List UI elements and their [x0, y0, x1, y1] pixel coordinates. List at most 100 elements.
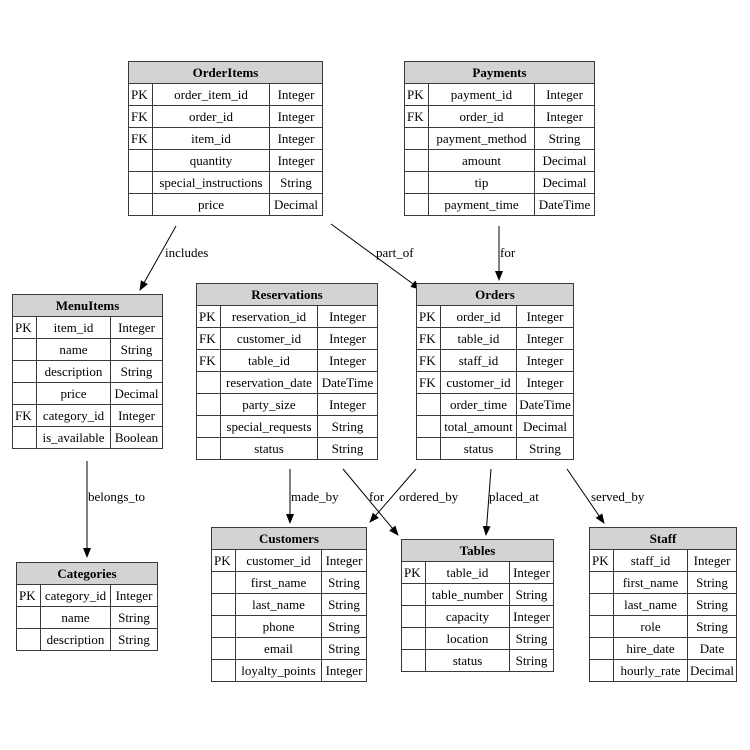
key-cell	[196, 393, 221, 416]
field-type: Integer	[317, 349, 378, 372]
field-type: String	[686, 571, 738, 594]
field-name: customer_id	[220, 327, 318, 350]
field-name: table_id	[220, 349, 318, 372]
field-name: location	[425, 627, 510, 650]
edge-served-by	[566, 468, 605, 524]
field-name: price	[152, 193, 270, 216]
field-name: name	[40, 606, 111, 629]
field-type: DateTime	[516, 393, 574, 416]
key-cell	[211, 659, 236, 682]
field-name: capacity	[425, 605, 510, 628]
reservations-header: Reservations	[196, 283, 378, 306]
field-type: Integer	[516, 327, 574, 350]
key-cell	[416, 393, 441, 416]
field-type: Integer	[516, 305, 574, 328]
key-cell	[128, 193, 153, 216]
field-type: String	[110, 338, 163, 361]
key-cell	[12, 426, 37, 449]
edge-label-for-payment: for	[500, 245, 516, 260]
key-cell	[12, 360, 37, 383]
field-name: order_time	[440, 393, 517, 416]
field-name: total_amount	[440, 415, 517, 438]
field-type: String	[110, 360, 163, 383]
field-type: String	[686, 615, 738, 638]
key-cell	[211, 593, 236, 616]
key-cell: PK	[401, 561, 426, 584]
field-name: order_id	[428, 105, 535, 128]
field-type: Integer	[269, 149, 323, 172]
field-name: staff_id	[440, 349, 517, 372]
key-cell	[401, 605, 426, 628]
field-type: Integer	[534, 105, 595, 128]
key-cell: FK	[128, 127, 153, 150]
customers-header: Customers	[211, 527, 367, 550]
key-cell	[401, 627, 426, 650]
field-name: special_requests	[220, 415, 318, 438]
key-cell	[196, 415, 221, 438]
field-type: Integer	[534, 83, 595, 106]
key-cell	[196, 371, 221, 394]
key-cell	[404, 127, 429, 150]
field-name: loyalty_points	[235, 659, 322, 682]
field-name: customer_id	[440, 371, 517, 394]
field-type: String	[269, 171, 323, 194]
menuitems-header: MenuItems	[12, 294, 163, 317]
field-type: Integer	[509, 605, 554, 628]
field-name: tip	[428, 171, 535, 194]
field-type: Integer	[321, 659, 367, 682]
edge-part-of	[330, 223, 421, 290]
field-type: Integer	[317, 327, 378, 350]
field-type: Integer	[516, 349, 574, 372]
field-type: String	[321, 571, 367, 594]
field-type: Decimal	[534, 171, 595, 194]
field-type: Integer	[269, 83, 323, 106]
key-cell	[16, 628, 41, 651]
entity-title: Reservations	[196, 283, 378, 306]
payments-header: Payments	[404, 61, 595, 84]
key-cell: PK	[196, 305, 221, 328]
field-type: Integer	[269, 127, 323, 150]
orderitems-header: OrderItems	[128, 61, 323, 84]
key-cell	[416, 415, 441, 438]
key-cell	[404, 149, 429, 172]
field-type: String	[509, 583, 554, 606]
key-cell	[196, 437, 221, 460]
field-name: category_id	[36, 404, 111, 427]
field-type: Integer	[110, 316, 163, 339]
field-type: Decimal	[686, 659, 738, 682]
field-name: status	[425, 649, 510, 672]
key-cell: PK	[12, 316, 37, 339]
field-type: String	[509, 649, 554, 672]
field-type: String	[110, 606, 158, 629]
key-cell: FK	[404, 105, 429, 128]
field-name: hourly_rate	[613, 659, 688, 682]
key-cell	[589, 659, 614, 682]
field-type: Integer	[317, 393, 378, 416]
edge-label-made-by: made_by	[291, 489, 339, 504]
edge-for-reservation	[342, 468, 399, 536]
edge-label-for-reservation: for	[369, 489, 385, 504]
key-cell	[12, 382, 37, 405]
key-cell	[128, 171, 153, 194]
key-cell: PK	[128, 83, 153, 106]
key-cell: FK	[416, 327, 441, 350]
field-type: String	[516, 437, 574, 460]
